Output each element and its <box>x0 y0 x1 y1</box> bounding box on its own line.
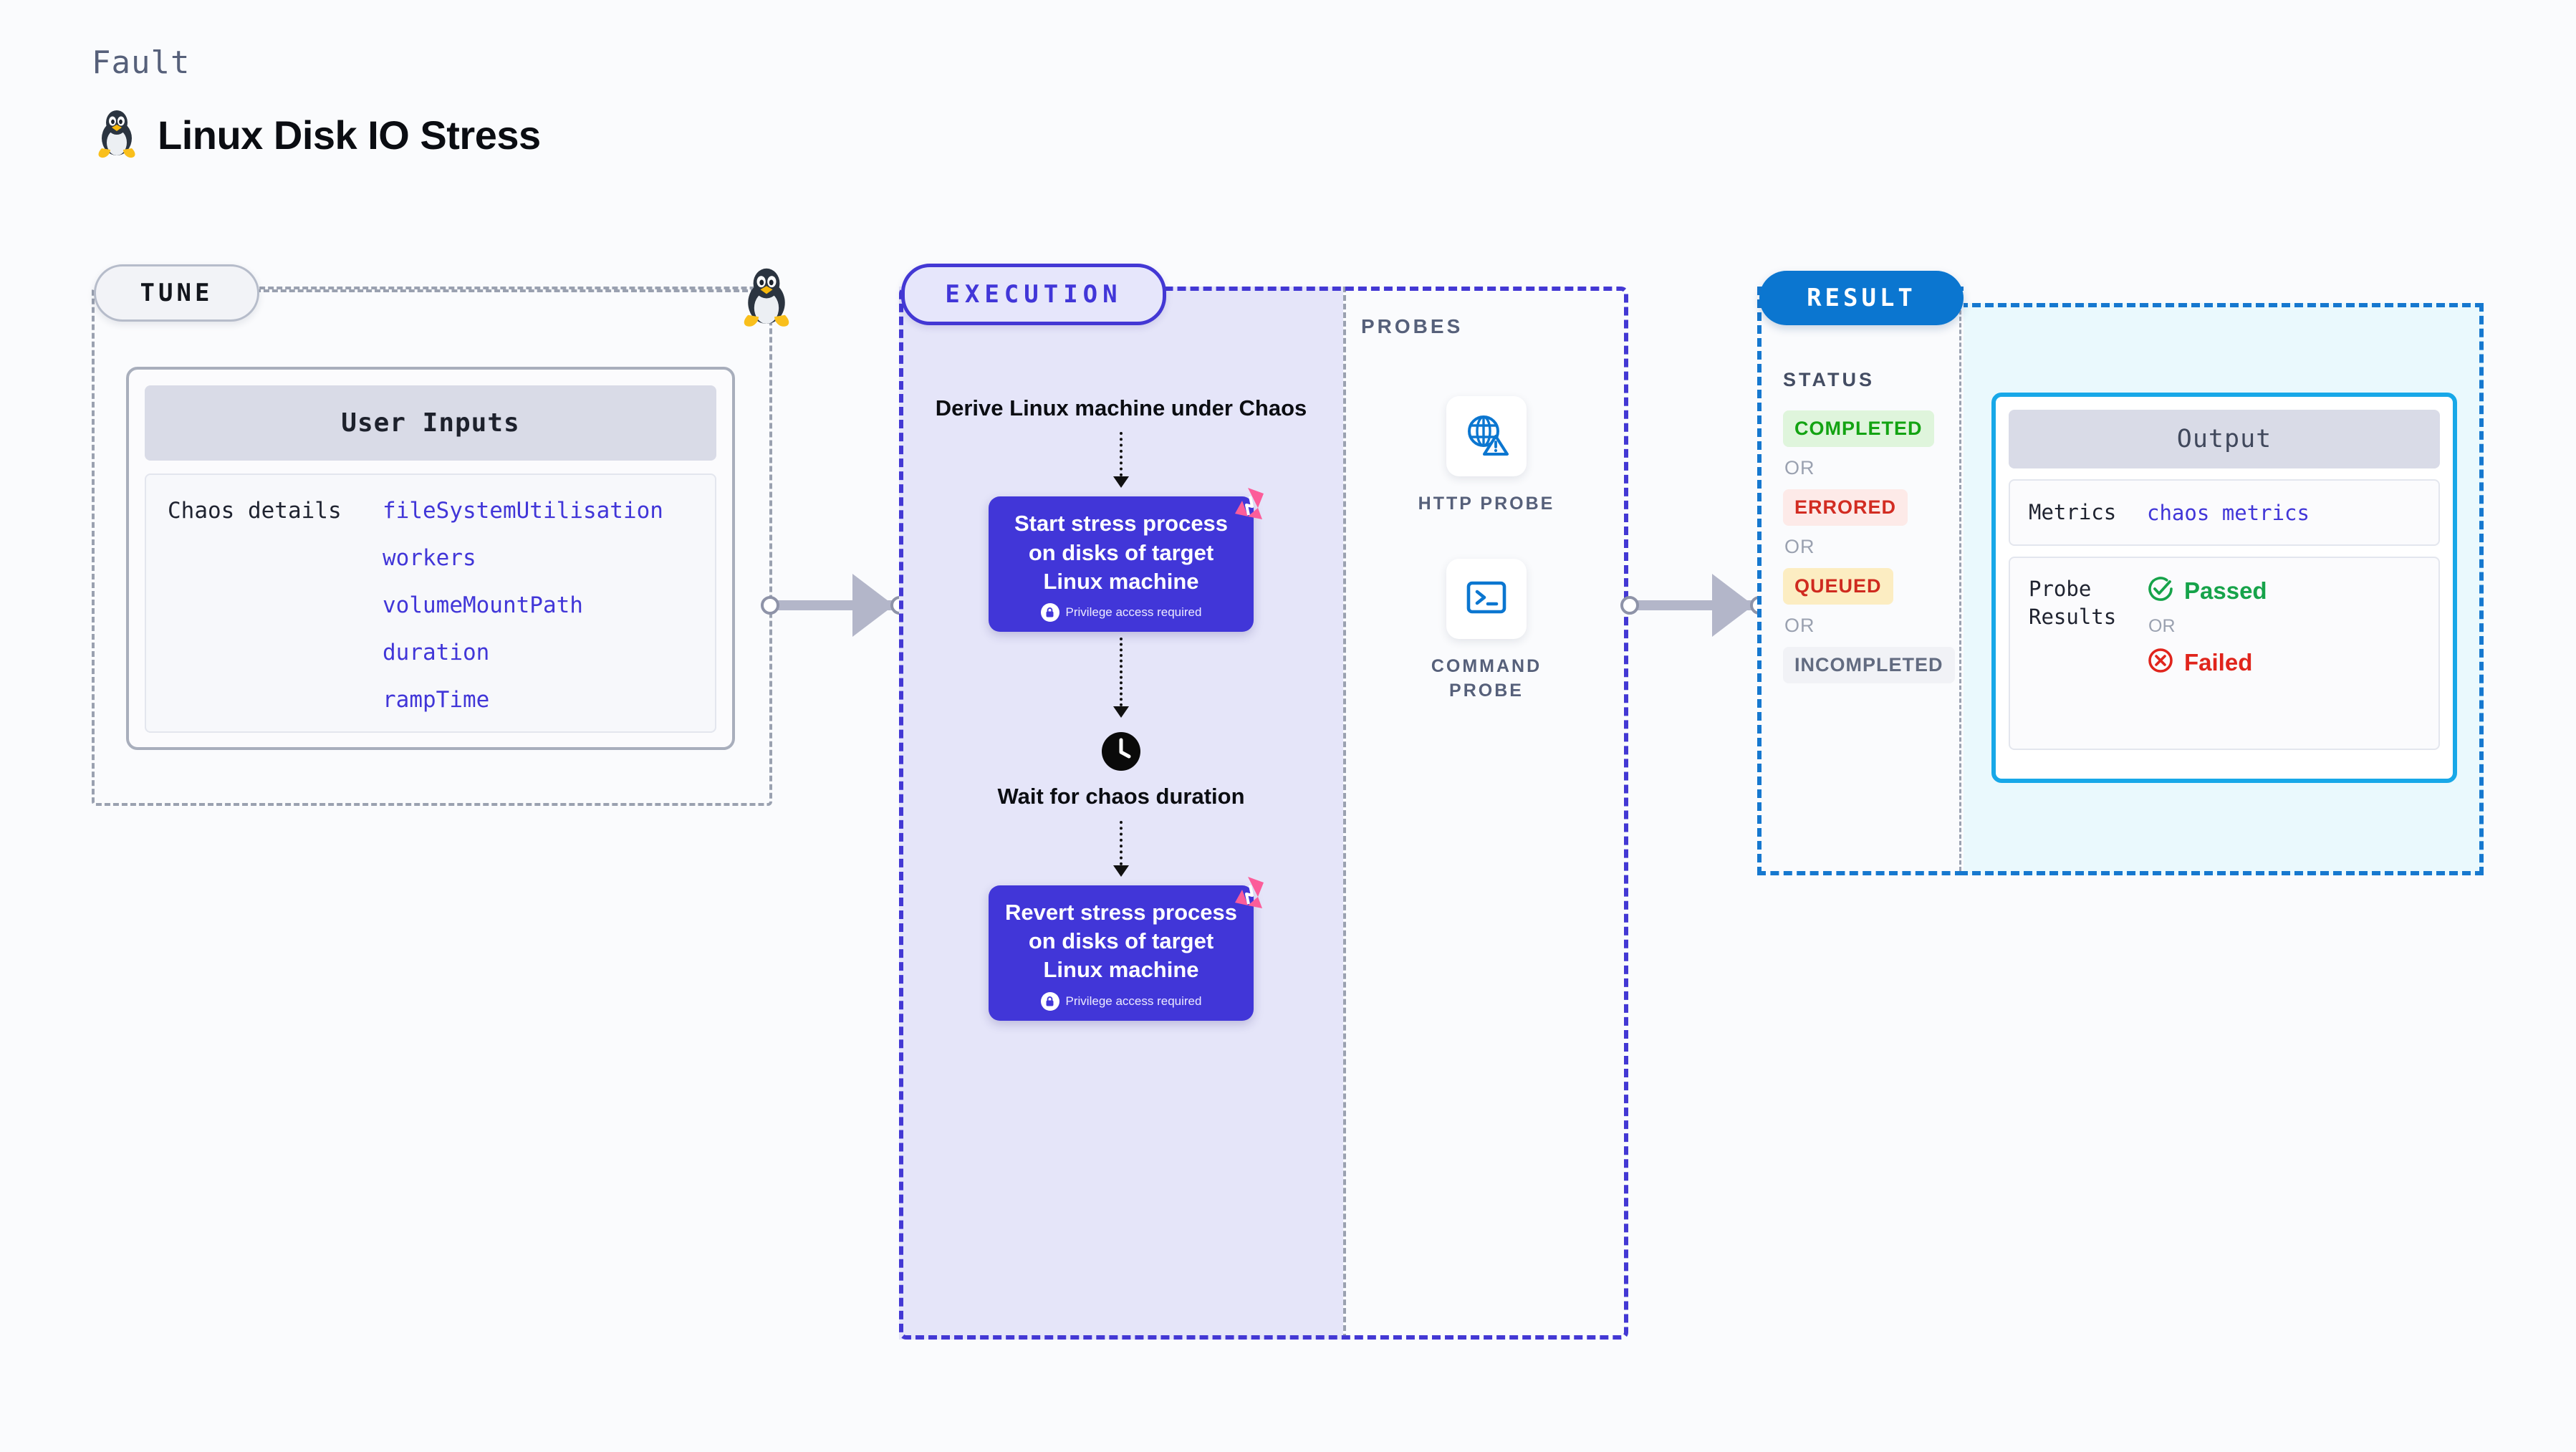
probe-results-row: Probe Results Passed OR <box>2009 557 2440 750</box>
probe-result-failed: Failed <box>2147 647 2267 678</box>
user-inputs-header: User Inputs <box>145 385 716 461</box>
flow-arrow-head <box>1113 706 1129 718</box>
status-list: COMPLETED OR ERRORED OR QUEUED OR INCOMP… <box>1783 410 1955 683</box>
probe-result-passed: Passed <box>2147 575 2267 606</box>
probes-title: PROBES <box>1361 315 1464 337</box>
tune-badge[interactable]: TUNE <box>94 264 259 322</box>
tune-badge-label: TUNE <box>140 279 213 307</box>
passed-label: Passed <box>2184 577 2267 604</box>
page-header: Fault Linux Disk IO Stress <box>92 44 541 163</box>
linux-tux-icon <box>95 107 139 163</box>
metrics-key: Metrics <box>2029 499 2117 524</box>
litmus-logo-icon <box>1226 484 1267 524</box>
execution-probes-panel <box>899 287 1628 1340</box>
user-inputs-title: User Inputs <box>341 408 520 438</box>
execution-node-revert[interactable]: Revert stress process on disks of target… <box>989 876 1264 1021</box>
status-title: STATUS <box>1783 369 1875 390</box>
http-probe-label: HTTP PROBE <box>1418 494 1555 514</box>
flow-arrow-line <box>1120 638 1123 707</box>
flow-arrow-line <box>1120 820 1123 865</box>
tune-connector-dash <box>255 289 756 292</box>
command-probe-card[interactable] <box>1446 559 1527 639</box>
flow-arrow-line <box>1120 432 1123 477</box>
output-header: Output <box>2009 410 2440 468</box>
execution-node-start-title: Start stress process on disks of target … <box>1014 511 1229 594</box>
x-circle-icon <box>2147 647 2174 678</box>
chaos-param[interactable]: volumeMountPath <box>383 592 583 618</box>
execution-node-start[interactable]: Start stress process on disks of target … <box>989 488 1264 633</box>
globe-warning-icon <box>1463 411 1510 462</box>
wait-step-label: Wait for chaos duration <box>997 784 1245 809</box>
check-circle-icon <box>2147 575 2174 606</box>
output-card: Output Metrics chaos metrics Probe Resul… <box>1991 393 2457 783</box>
probe-results-values: Passed OR Failed <box>2147 575 2267 731</box>
execution-node-revert-title: Revert stress process on disks of target… <box>1005 899 1237 983</box>
privilege-row: Privilege access required <box>1000 603 1242 622</box>
probe-results-key: Probe Results <box>2029 575 2147 731</box>
privilege-row: Privilege access required <box>1000 991 1242 1011</box>
litmus-logo-icon <box>1226 872 1267 913</box>
page-title: Linux Disk IO Stress <box>158 112 541 158</box>
chaos-param[interactable]: duration <box>383 640 490 665</box>
linux-tux-icon <box>739 264 794 330</box>
probe-item-command[interactable]: COMMAND PROBE <box>1404 559 1569 703</box>
flow-arrow-head <box>1113 476 1129 489</box>
or-label: OR <box>2148 616 2176 636</box>
execution-badge-label: EXECUTION <box>945 280 1123 309</box>
privilege-text: Privilege access required <box>1065 605 1202 620</box>
result-badge[interactable]: RESULT <box>1759 271 1964 325</box>
result-column-divider <box>1959 291 1961 871</box>
metrics-value[interactable]: chaos metrics <box>2147 500 2310 525</box>
execution-flow: Derive Linux machine under Chaos Start s… <box>899 287 1343 1021</box>
execution-badge[interactable]: EXECUTION <box>901 264 1166 325</box>
result-badge-label: RESULT <box>1807 284 1916 312</box>
chaos-details-label: Chaos details <box>168 498 342 524</box>
terminal-icon <box>1464 577 1509 621</box>
chaos-param[interactable]: workers <box>383 545 476 571</box>
flow-arrow-head <box>1113 865 1129 877</box>
chaos-param-list: fileSystemUtilisation workers volumeMoun… <box>383 498 663 731</box>
clock-icon <box>1100 731 1142 772</box>
chaos-param[interactable]: rampTime <box>383 687 490 713</box>
eyebrow-label: Fault <box>92 44 191 81</box>
lock-icon <box>1040 603 1059 622</box>
probe-results-key-text: Probe Results <box>2029 577 2117 630</box>
status-badge-queued: QUEUED <box>1783 568 1893 605</box>
http-probe-card[interactable] <box>1446 396 1527 476</box>
tune-panel <box>92 287 772 806</box>
derive-step-label: Derive Linux machine under Chaos <box>935 395 1307 420</box>
metrics-row: Metrics chaos metrics <box>2009 479 2440 546</box>
failed-label: Failed <box>2184 648 2253 675</box>
user-inputs-card: User Inputs Chaos details fileSystemUtil… <box>126 367 735 750</box>
or-label: OR <box>1784 536 1815 557</box>
or-label: OR <box>1784 457 1815 479</box>
status-badge-errored: ERRORED <box>1783 489 1908 526</box>
output-title: Output <box>2176 425 2272 453</box>
command-probe-label: COMMAND PROBE <box>1431 656 1542 701</box>
title-row: Linux Disk IO Stress <box>95 107 541 163</box>
privilege-text: Privilege access required <box>1065 994 1202 1008</box>
status-badge-completed: COMPLETED <box>1783 410 1934 447</box>
chaos-param[interactable]: fileSystemUtilisation <box>383 498 663 524</box>
lock-icon <box>1040 991 1059 1011</box>
status-badge-incompleted: INCOMPLETED <box>1783 647 1955 683</box>
chaos-details-box: Chaos details fileSystemUtilisation work… <box>145 473 716 733</box>
wait-step: Wait for chaos duration <box>899 731 1343 810</box>
probe-item-http[interactable]: HTTP PROBE <box>1404 396 1569 516</box>
or-label: OR <box>1784 615 1815 636</box>
